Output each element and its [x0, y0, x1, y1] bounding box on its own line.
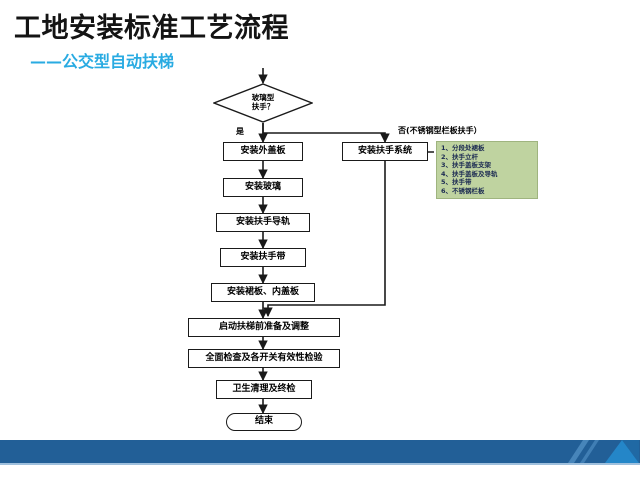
node-end[interactable]: 结束	[226, 413, 302, 431]
node-install-glass[interactable]: 安装玻璃	[223, 178, 303, 197]
node-install-handrail-system[interactable]: 安装扶手系统	[342, 142, 428, 161]
node-cleaning-final-check[interactable]: 卫生清理及终检	[216, 380, 312, 399]
edge-handrail-system-to-startup	[263, 161, 386, 317]
footer-bar	[0, 440, 640, 463]
page-subtitle: ——公交型自动扶梯	[30, 52, 175, 71]
annotation-item: 6、不锈钢栏板	[441, 186, 485, 195]
annotation-item: 3、扶手盖板支架	[441, 161, 492, 170]
edge-no-to-handrail-system	[262, 123, 390, 143]
decision-label: 玻璃型 扶手？	[252, 94, 275, 111]
footer-decoration-icon	[568, 440, 639, 463]
page-title: 工地安装标准工艺流程	[14, 13, 289, 44]
annotation-item: 2、扶手立杆	[441, 152, 479, 161]
node-install-handrail-guide[interactable]: 安装扶手导轨	[216, 213, 310, 232]
decision-label-line2: 扶手？	[251, 102, 275, 111]
annotation-note-handrail-parts: 1、分段处裙板 2、扶手立杆 3、扶手盖板支架 4、扶手盖板及导轨 5、扶手带 …	[436, 141, 538, 200]
annotation-item: 5、扶手带	[441, 178, 472, 187]
annotation-item: 1、分段处裙板	[441, 144, 485, 152]
node-startup-preparation[interactable]: 启动扶梯前准备及调整	[188, 318, 340, 337]
decision-glass-handrail[interactable]: 玻璃型 扶手？	[213, 83, 313, 123]
edge-label-no: 否(不锈钢型栏板扶手）	[398, 126, 482, 135]
slide-footer	[0, 440, 640, 480]
node-install-outer-cover[interactable]: 安装外盖板	[223, 142, 303, 161]
diamond-shape-icon	[213, 83, 313, 123]
node-full-inspection[interactable]: 全面检查及各开关有效性检验	[188, 349, 340, 368]
annotation-item: 4、扶手盖板及导轨	[441, 169, 498, 178]
edge-label-yes: 是	[236, 127, 244, 136]
footer-underline	[0, 463, 640, 465]
node-install-skirt-inner-cover[interactable]: 安装裙板、内盖板	[211, 283, 315, 302]
decision-label-line1: 玻璃型	[251, 93, 275, 103]
annotation-list: 1、分段处裙板 2、扶手立杆 3、扶手盖板支架 4、扶手盖板及导轨 5、扶手带 …	[441, 144, 534, 195]
node-install-handrail-belt[interactable]: 安装扶手带	[220, 248, 306, 267]
